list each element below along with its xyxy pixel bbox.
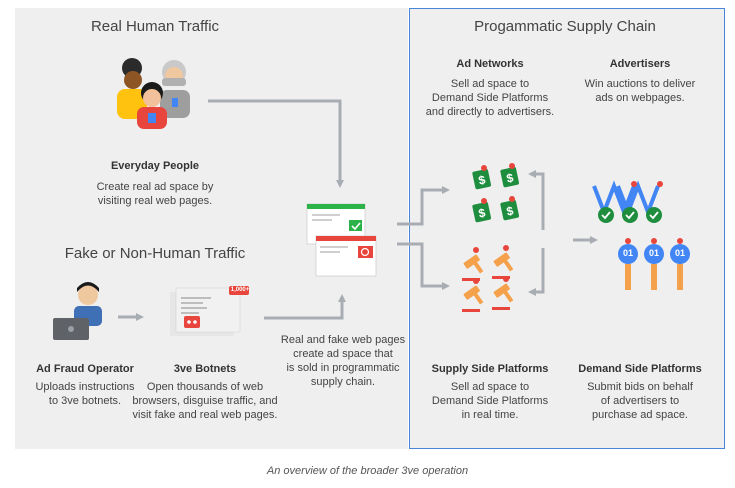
bid-badge-3: 01	[674, 248, 685, 258]
flow-arrows	[118, 99, 598, 321]
bid-badge-2: 01	[648, 248, 659, 258]
supply-chain-title: Progammatic Supply Chain	[474, 18, 656, 35]
dsp-bid-paddles-icon	[618, 238, 690, 290]
ad-network-dollar-tags-icon: $ $ $ $	[472, 163, 520, 223]
real-traffic-title: Real Human Traffic	[90, 18, 220, 35]
botnet-browser-icon	[170, 286, 249, 336]
svg-text:$: $	[477, 206, 487, 221]
fake-traffic-title: Fake or Non-Human Traffic	[64, 245, 246, 262]
supply-chain-panel	[409, 8, 725, 449]
ssp-gavels-icon	[462, 245, 514, 312]
dsp-desc: Submit bids on behalf of advertisers to …	[587, 381, 693, 421]
everyday-people-desc: Create real ad space by visiting real we…	[96, 181, 214, 207]
advertisers-desc: Win auctions to deliver ads on webpages.	[584, 78, 696, 104]
ssp-desc: Sell ad space to Demand Side Platforms i…	[431, 381, 549, 421]
web-pages-desc: Real and fake web pages create ad space …	[280, 334, 406, 388]
ssp-title: Supply Side Platforms	[431, 363, 549, 375]
botnets-desc: Open thousands of web browsers, disguise…	[132, 381, 278, 421]
ad-networks-desc: Sell ad space to Demand Side Platforms a…	[425, 78, 555, 118]
svg-text:$: $	[477, 173, 487, 188]
ad-networks-title: Ad Networks	[456, 58, 524, 70]
svg-text:$: $	[505, 204, 515, 219]
everyday-people-title: Everyday People	[110, 160, 200, 172]
fraud-operator-icon	[53, 282, 102, 340]
advertisers-check-icon	[592, 180, 663, 223]
advertisers-title: Advertisers	[609, 58, 671, 70]
bid-badge-1: 01	[622, 248, 633, 258]
botnets-title: 3ve Botnets	[173, 363, 237, 375]
figure-caption: An overview of the broader 3ve operation	[266, 465, 469, 477]
web-pages-icon	[306, 203, 377, 277]
botnet-count-badge: 1,000+	[230, 287, 250, 293]
dsp-title: Demand Side Platforms	[578, 363, 702, 375]
fraud-operator-title: Ad Fraud Operator	[36, 363, 134, 375]
fraud-operator-desc: Uploads instructions to 3ve botnets.	[35, 381, 135, 407]
svg-text:$: $	[505, 171, 515, 186]
everyday-people-icon	[117, 58, 190, 129]
